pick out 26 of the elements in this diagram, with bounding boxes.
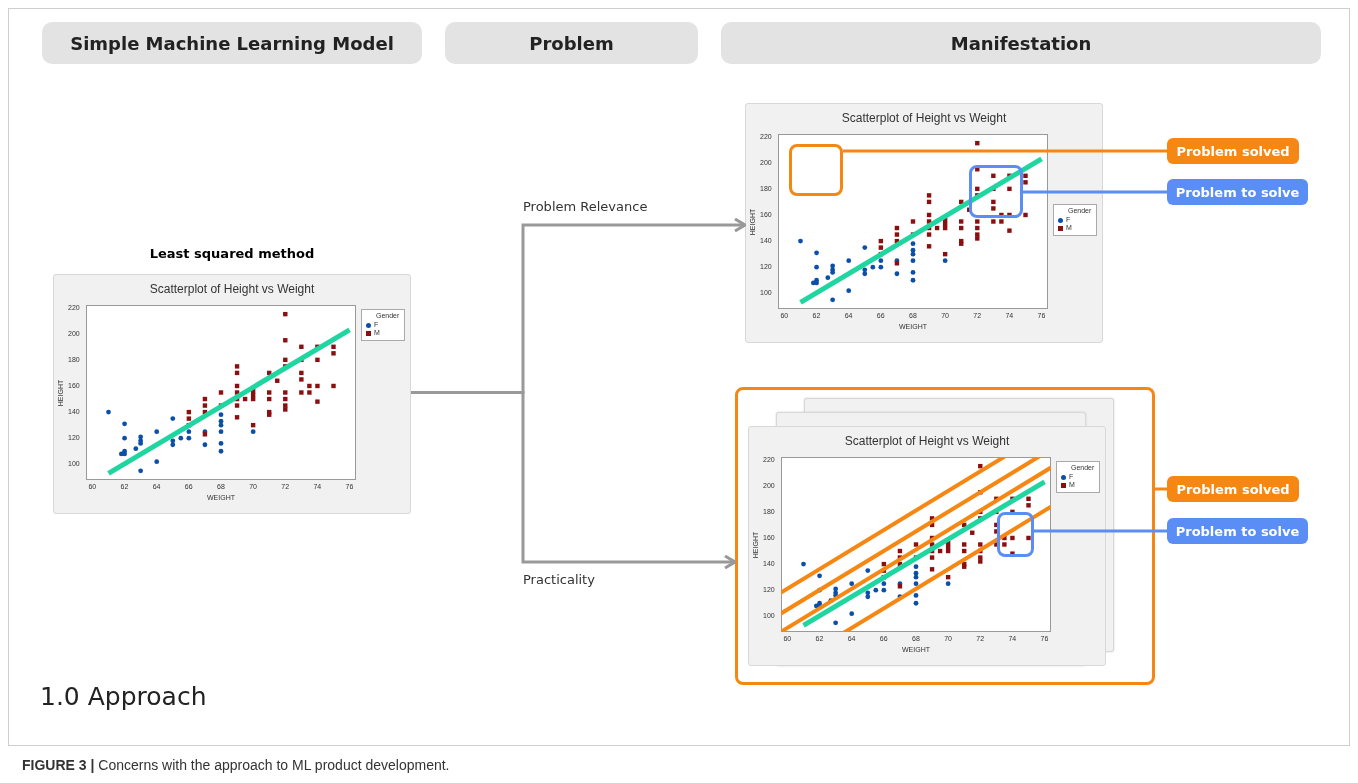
header-band: Manifestation [721,22,1321,64]
callout-tag: Problem to solve [1167,179,1308,205]
leader-line [1155,487,1167,491]
chart-panel [745,103,1103,343]
header-band: Simple Machine Learning Model [42,22,422,64]
edge-label: Practicality [523,572,595,587]
highlight-frame [969,165,1023,218]
chart-title: Scatterplot of Height vs Weight [843,434,1011,448]
highlight-frame [789,144,843,196]
section-heading: 1.0 Approach [40,682,207,711]
chart-title: Scatterplot of Height vs Weight [148,282,316,296]
callout-tag: Problem to solve [1167,518,1308,544]
header-band: Problem [445,22,698,64]
leader-line [1023,190,1167,194]
callout-tag: Problem solved [1167,138,1299,164]
chart-heading: Least squared method [148,246,316,261]
figure-caption: FIGURE 3 | Concerns with the approach to ML product development. [22,757,450,773]
leader-line [843,149,1167,153]
chart-panel [748,426,1106,666]
leader-line [1034,529,1167,533]
callout-tag: Problem solved [1167,476,1299,502]
arrow [411,391,737,570]
chart-title: Scatterplot of Height vs Weight [840,111,1008,125]
edge-label: Problem Relevance [523,199,648,214]
highlight-frame [735,387,1155,685]
highlight-frame [997,512,1034,557]
